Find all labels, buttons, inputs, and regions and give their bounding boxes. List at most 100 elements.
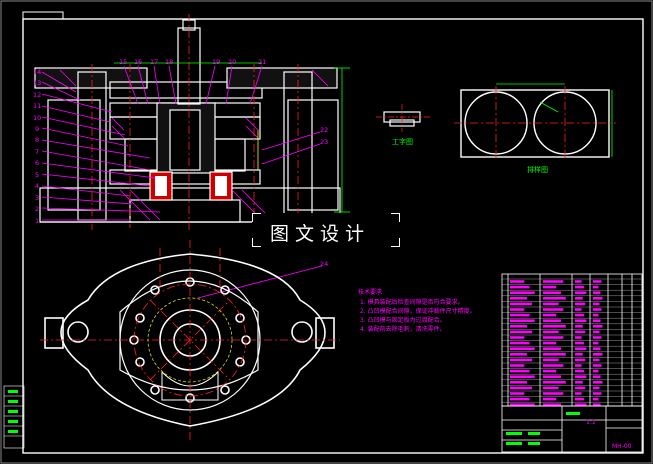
bom-cell-mark (575, 392, 582, 395)
bom-cell-mark (543, 381, 566, 384)
callout: 7 (35, 148, 39, 156)
bom-cell-mark (543, 369, 557, 373)
bom-cell-mark (543, 364, 564, 367)
bom-cell-mark (575, 397, 584, 401)
blank-view-label: 排样图 (527, 165, 548, 174)
bom-cell-mark (543, 403, 561, 406)
bom-cell-mark (543, 330, 559, 334)
bom-cell-mark (593, 358, 600, 362)
title-block-marks (506, 412, 580, 445)
bom-cell-mark (543, 291, 561, 294)
bom-cell-mark (593, 319, 601, 322)
tech-title: 技术要求 (358, 288, 382, 296)
bom-cell-mark (510, 319, 535, 322)
blank-centerlines (454, 86, 616, 160)
bom-cell-mark (510, 375, 535, 378)
bom-text-marks (510, 280, 603, 406)
title-block (501, 405, 643, 453)
bom-cell-mark (575, 341, 584, 345)
callouts-top: 15 16 17 18 19 20 21 (119, 58, 266, 66)
leader-lines (41, 65, 323, 299)
callout: 23 (320, 138, 328, 146)
bom-cell-mark (575, 330, 586, 334)
bom-cell-mark (593, 308, 602, 311)
tech-item: 2. 凸凹模配合间隙，保证冲裁件尺寸精度。 (360, 307, 476, 315)
bom-cell-mark (593, 325, 603, 328)
bom-cell-mark (593, 386, 600, 390)
bom-cell-mark (543, 297, 566, 300)
callout: 11 (33, 102, 41, 110)
bom-cell-mark (543, 325, 566, 328)
bom-cell-mark (575, 319, 587, 322)
bom-cell-mark (593, 375, 601, 378)
bom-cell-mark (593, 291, 601, 294)
callout: 6 (35, 159, 39, 167)
bom-cell-mark (575, 280, 582, 283)
watermark: 图文设计 (252, 213, 400, 247)
bom-cell-mark (593, 280, 602, 283)
bom-cell-mark (543, 285, 557, 289)
bom-cell-mark (543, 280, 564, 283)
bom-cell-mark (575, 369, 584, 373)
callout: 10 (33, 114, 41, 122)
bom-cell-mark (543, 392, 564, 395)
bom-cell-mark (593, 397, 599, 401)
bom-cell-mark (593, 369, 599, 373)
bom-cell-mark (543, 353, 566, 356)
bom-cell-mark (575, 353, 583, 356)
bom-cell-mark (510, 392, 525, 395)
bom-cell-mark (575, 297, 583, 300)
part-side-view (376, 104, 430, 132)
tech-item: 1. 模具装配后检查间隙是否符合要求。 (360, 298, 464, 306)
bom-cell-mark (575, 375, 587, 378)
bom-cell-mark (543, 302, 559, 306)
bom-cell-mark (510, 313, 530, 317)
bom-cell-mark (593, 381, 603, 384)
bom-cell-mark (593, 364, 602, 367)
callout: 12 (33, 91, 41, 99)
bom-cell-mark (510, 330, 533, 334)
bom-cell-mark (575, 403, 587, 406)
bom-cell-mark (575, 302, 586, 306)
callout: 8 (35, 136, 39, 144)
bom-rows (502, 278, 642, 403)
bom-cell-mark (593, 392, 602, 395)
bom-cell-mark (510, 325, 527, 328)
callout: 15 (119, 58, 127, 66)
dimensions (114, 62, 350, 213)
bom-cell-mark (510, 381, 527, 384)
bom-cell-mark (575, 347, 587, 350)
bom-cell-mark (543, 375, 561, 378)
bom-cell-mark (593, 336, 602, 339)
bom-cell-mark (575, 325, 583, 328)
section-view (34, 19, 341, 223)
tech-requirements: 技术要求 1. 模具装配后检查间隙是否符合要求。 2. 凸凹模配合间隙，保证冲裁… (358, 288, 476, 333)
callouts-left: 14 13 12 11 10 9 8 7 6 5 4 3 2 1 (33, 68, 41, 225)
bom-cell-mark (575, 308, 582, 311)
bom-cell-mark (510, 336, 525, 339)
revision-marks (8, 390, 18, 433)
callouts-right: 22 23 24 (320, 126, 328, 268)
bom-cell-mark (510, 358, 533, 362)
bom-cell-mark (575, 336, 582, 339)
bom-cell-mark (510, 291, 535, 294)
tech-item: 4. 装配前去除毛刺，清洗零件。 (360, 325, 446, 333)
callout: 13 (33, 79, 41, 87)
bom-cell-mark (575, 313, 584, 317)
bom-cell-mark (510, 386, 533, 390)
revision-strip (3, 385, 25, 449)
bom-cell-mark (543, 308, 564, 311)
bom-cell-mark (575, 291, 587, 294)
callout: 20 (228, 58, 236, 66)
callout: 3 (35, 194, 39, 202)
bom-cell-mark (510, 285, 530, 289)
bom-cell-mark (510, 397, 530, 401)
tech-item: 3. 凸凹模与固定板为过渡配合。 (360, 316, 446, 324)
bom-cell-mark (510, 364, 525, 367)
hatching (59, 69, 329, 221)
bom-cell-mark (593, 285, 599, 289)
blank-layout (460, 89, 610, 158)
bom-cell-mark (543, 319, 561, 322)
callout: 5 (35, 171, 39, 179)
